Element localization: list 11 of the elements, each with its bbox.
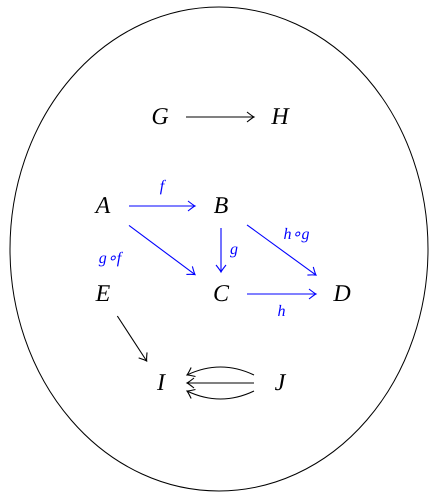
ellipse-boundary bbox=[9, 6, 429, 492]
object-label: J bbox=[262, 367, 298, 399]
object-label: H bbox=[262, 101, 298, 133]
object-label: B bbox=[203, 190, 239, 222]
object-label: I bbox=[143, 367, 179, 399]
object-label: C bbox=[203, 278, 239, 310]
object-label: A bbox=[85, 190, 121, 222]
object-label: E bbox=[85, 278, 121, 310]
edge-label: f bbox=[158, 178, 166, 196]
object-label: G bbox=[142, 101, 178, 133]
object-label: D bbox=[324, 278, 360, 310]
